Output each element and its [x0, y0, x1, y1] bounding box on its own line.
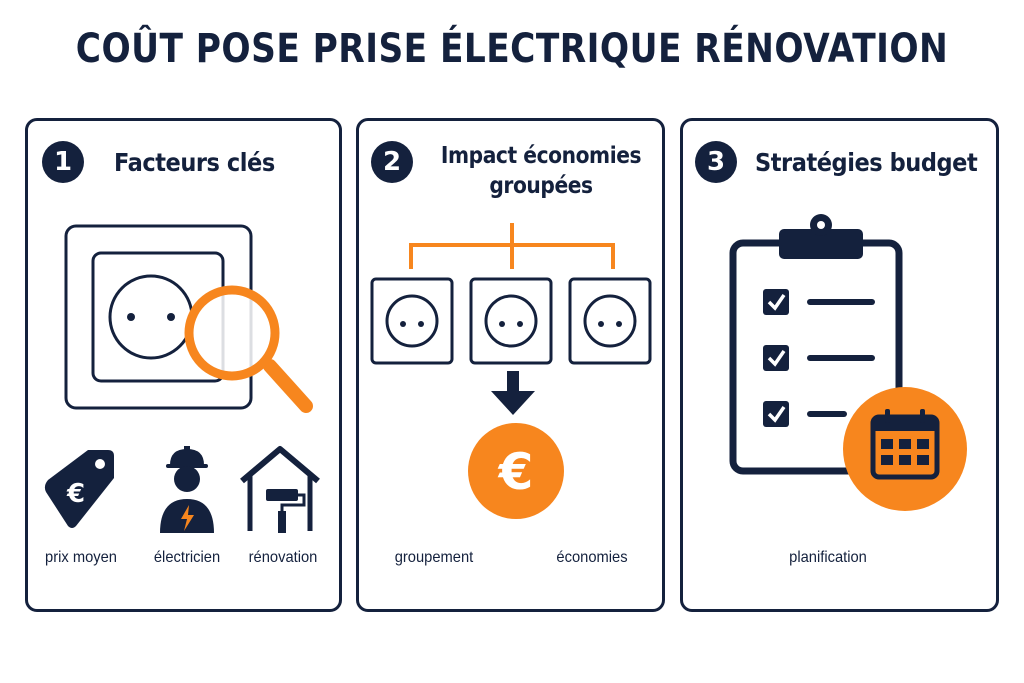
- euro-coin-icon: €: [468, 423, 564, 519]
- house-paint-roller-icon: [240, 446, 320, 533]
- panel-heading-1: Facteurs clés: [114, 148, 275, 177]
- svg-text:€: €: [498, 443, 534, 501]
- svg-text:€: €: [66, 479, 85, 509]
- label-prix-moyen: prix moyen: [45, 549, 117, 566]
- electrician-icon: [160, 446, 214, 533]
- outlet-magnifier-icon: [64, 224, 313, 413]
- label-renovation: rénovation: [248, 549, 318, 566]
- label-electricien: électricien: [153, 549, 221, 566]
- arrow-down-icon: [491, 371, 535, 415]
- step-number-3: 3: [695, 141, 737, 183]
- panel-grouped-savings: 2 Impact économies groupées € groupement…: [356, 118, 665, 612]
- step-number-2: 2: [371, 141, 413, 183]
- step-number-1: 1: [42, 141, 84, 183]
- panel-key-factors: 1 Facteurs clés € prix moyen électricien…: [25, 118, 342, 612]
- label-groupement: groupement: [394, 549, 474, 566]
- label-planification: planification: [789, 549, 867, 566]
- panel-budget-strategies: 3 Stratégies budget planification: [680, 118, 999, 612]
- panel-heading-3: Stratégies budget: [755, 148, 978, 177]
- clipboard-checklist-icon: [729, 214, 903, 475]
- price-tag-icon: €: [44, 450, 114, 528]
- calendar-icon: [843, 387, 967, 511]
- label-economies: économies: [556, 549, 628, 566]
- grouped-outlets-icon: [370, 223, 652, 365]
- panel-heading-2: Impact économies groupées: [440, 143, 642, 199]
- page-title: COÛT POSE PRISE ÉLECTRIQUE RÉNOVATION: [75, 26, 949, 72]
